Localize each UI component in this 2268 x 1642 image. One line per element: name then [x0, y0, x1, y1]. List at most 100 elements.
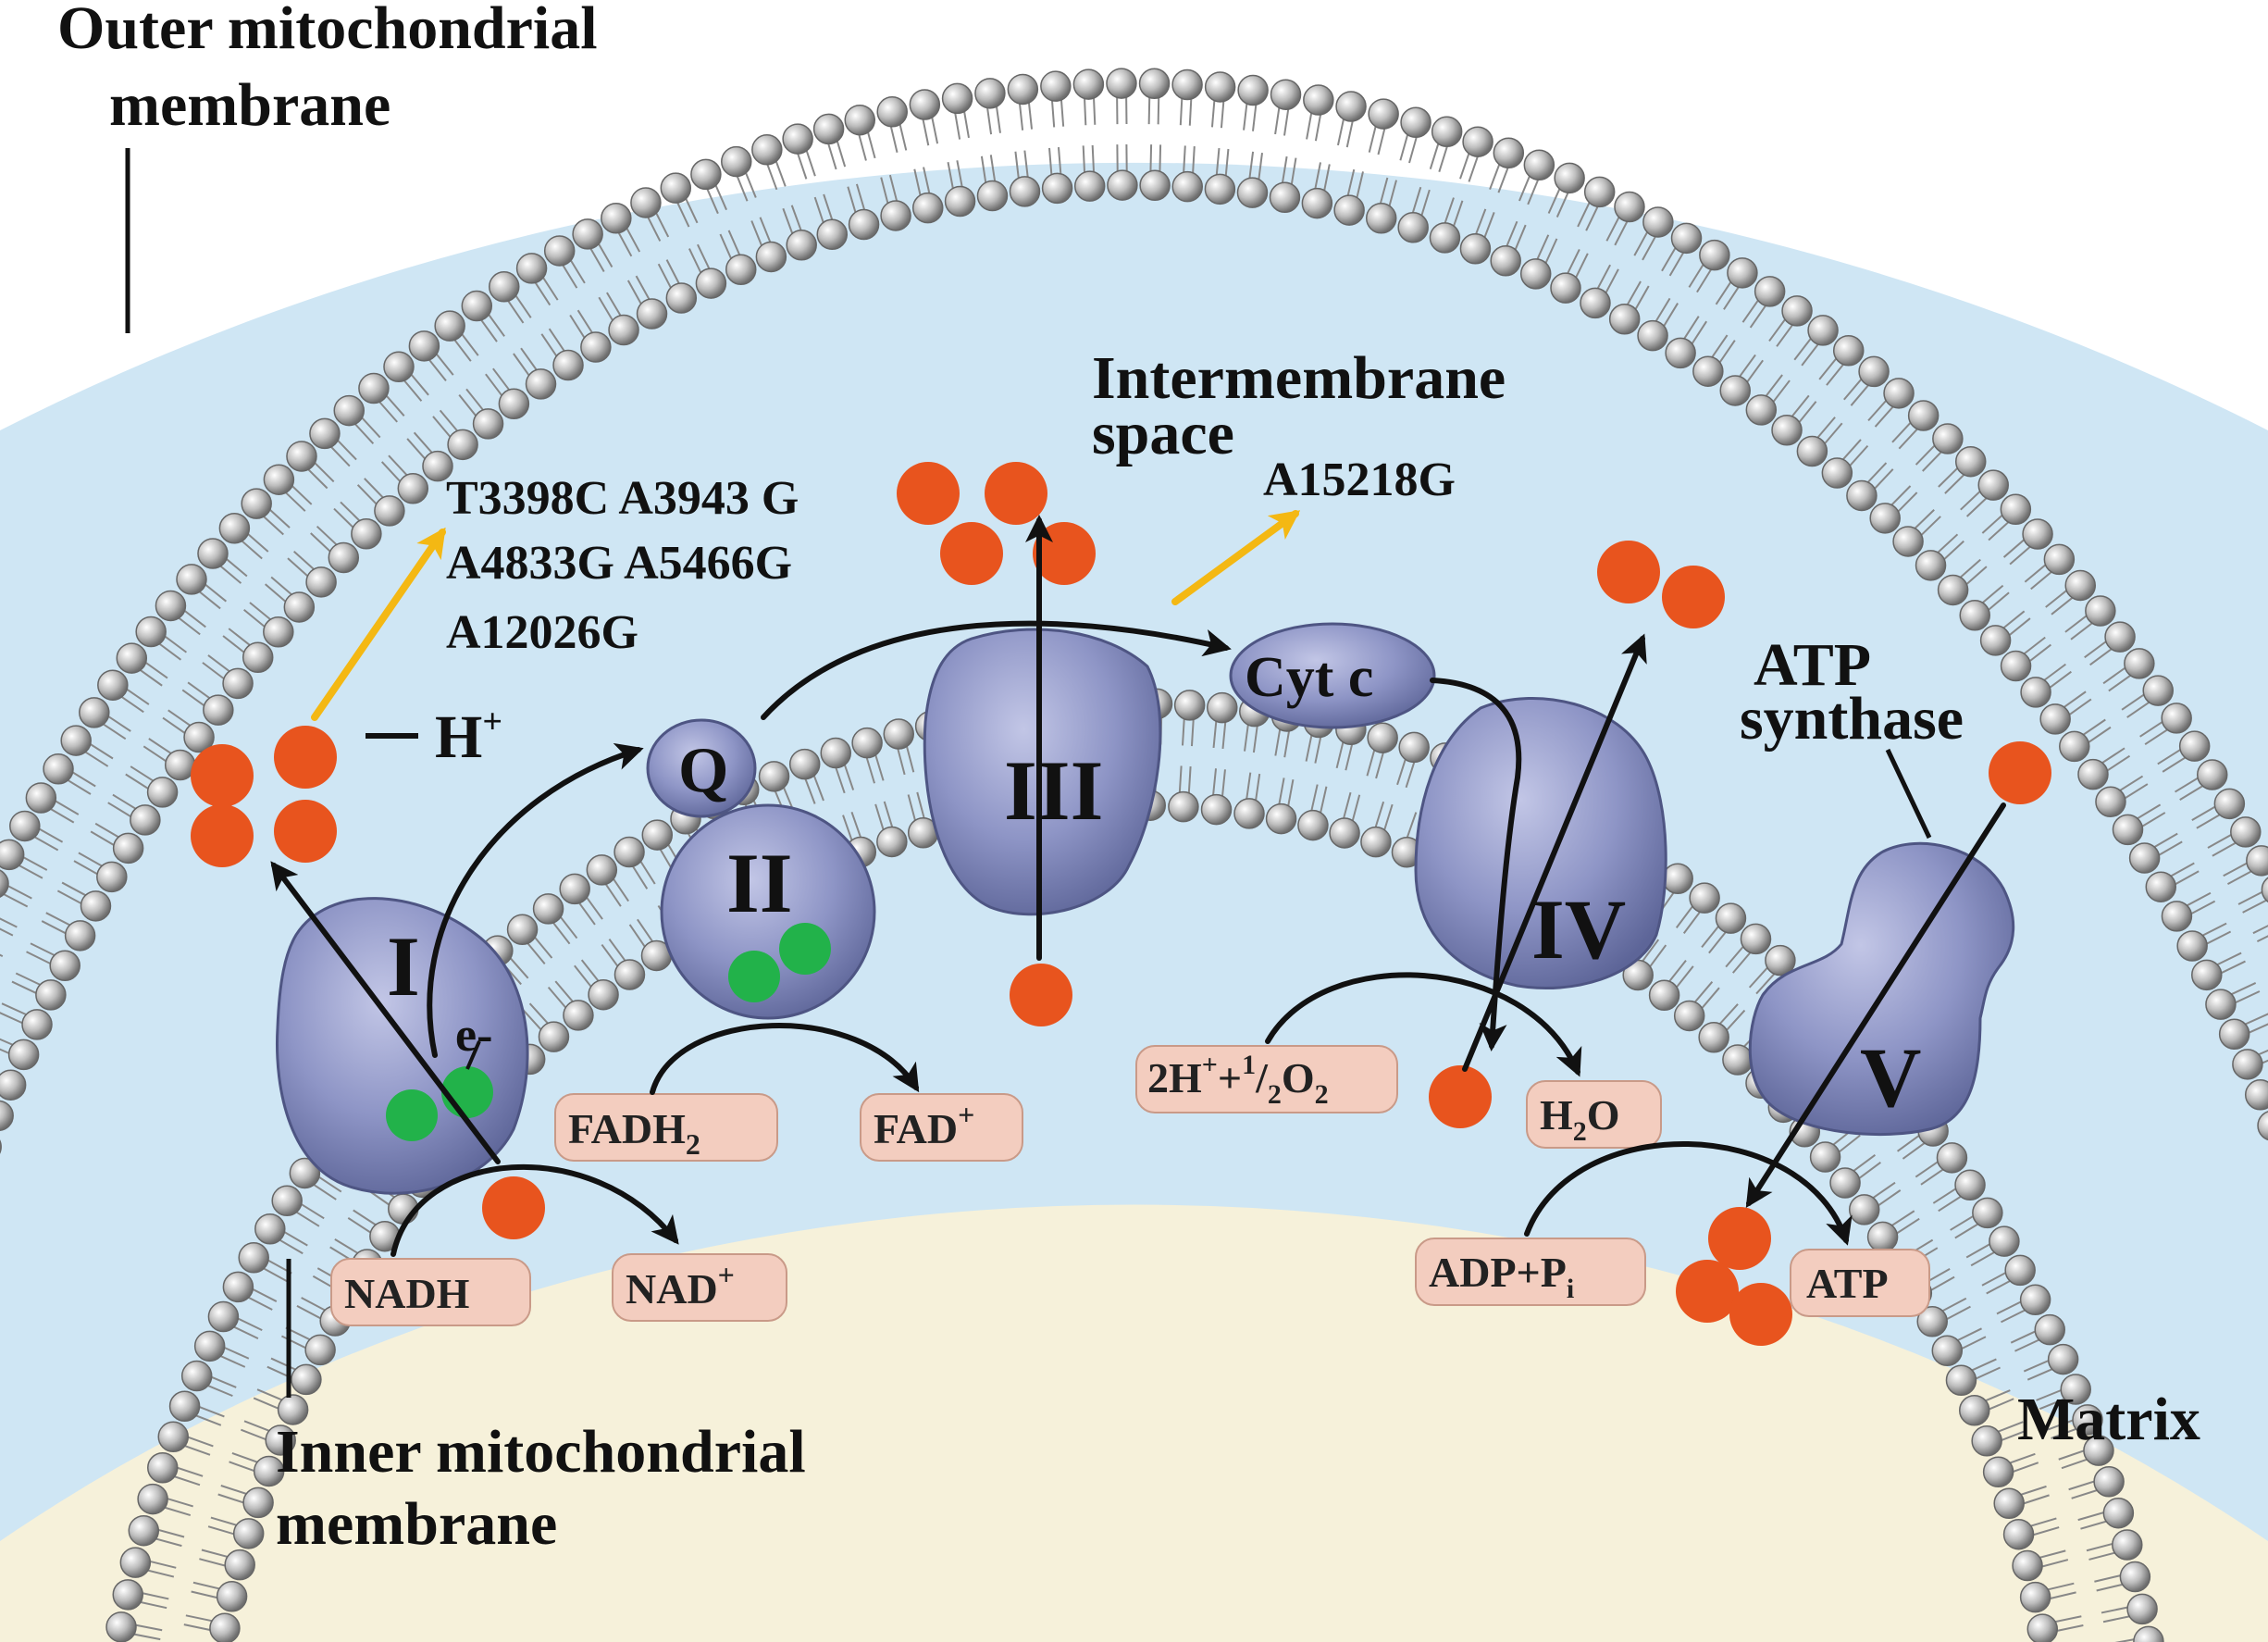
- lipid-tail: [2256, 935, 2268, 943]
- lipid-head: [2124, 648, 2155, 679]
- lipid-head: [1072, 68, 1105, 100]
- fad-box: [860, 1093, 1023, 1162]
- lipid-head: [119, 1547, 152, 1578]
- lipid-head: [60, 725, 92, 756]
- lipid-head: [660, 172, 692, 204]
- lipid-head: [876, 96, 908, 128]
- lipid-head: [1204, 173, 1236, 205]
- lipid-head: [2000, 650, 2032, 682]
- lipid-head: [572, 218, 603, 250]
- intermembrane-label-line1: Intermembrane: [1092, 344, 1506, 412]
- lipid-head: [2145, 871, 2176, 902]
- lipid-head: [1493, 137, 1525, 168]
- lipid-head: [1237, 74, 1269, 106]
- lipid-head: [2142, 675, 2174, 706]
- lipid-head: [1554, 162, 1585, 194]
- lipid-head: [25, 782, 57, 814]
- lipid-head: [2112, 1529, 2143, 1561]
- lipid-head: [0, 1069, 27, 1101]
- lipid-head: [168, 1390, 201, 1422]
- lipid-head: [2161, 703, 2192, 734]
- lipid-head: [608, 314, 639, 346]
- lipid-head: [1698, 1021, 1729, 1053]
- lipid-head: [721, 145, 752, 178]
- adp-text: ADP+Pi: [1429, 1249, 1574, 1304]
- arrow-nadh-to-nad: [390, 1163, 679, 1257]
- complex-iv: [1414, 697, 1667, 989]
- lipid-head: [224, 1549, 255, 1581]
- proton-dot: [274, 726, 337, 789]
- lipid-head: [786, 230, 817, 261]
- lipid-head: [1932, 423, 1964, 454]
- lipid-head: [613, 836, 645, 868]
- lipid-head: [1297, 809, 1329, 841]
- lipid-head: [408, 330, 440, 362]
- lipid-head: [112, 832, 144, 865]
- lipid-head: [1959, 600, 1990, 631]
- lipid-head: [1204, 71, 1236, 103]
- matrix-label: Matrix: [2017, 1386, 2200, 1453]
- lipid-head: [2072, 1404, 2103, 1436]
- lipid-head: [1745, 394, 1778, 426]
- lipid-head: [197, 538, 229, 569]
- lipid-head: [1009, 176, 1041, 207]
- lipid-head: [532, 893, 564, 925]
- complex-iii: [923, 628, 1162, 916]
- fadh2-box: [554, 1093, 778, 1162]
- lipid-head: [1335, 91, 1367, 122]
- lipid-head: [2261, 877, 2268, 903]
- lipid-head: [1915, 550, 1947, 581]
- lipid-head: [538, 1021, 570, 1052]
- lipid-head: [1431, 116, 1463, 147]
- lipid-head: [1977, 469, 2009, 501]
- lipid-head: [271, 1185, 303, 1217]
- electron-label-pointer: [465, 1040, 481, 1070]
- lipid-head: [2047, 1343, 2079, 1375]
- lipid-head: [2060, 1374, 2091, 1405]
- lipid-head: [976, 180, 1009, 212]
- lipid-head: [1333, 194, 1365, 226]
- atp-synthase-label-line1: ATP: [1754, 631, 1871, 699]
- lipid-head: [254, 1213, 286, 1245]
- lipid-head: [49, 950, 81, 982]
- nad-text: NAD+: [626, 1258, 735, 1312]
- proton-dot: [191, 744, 254, 807]
- lipid-head: [358, 372, 390, 404]
- lipid-head: [1858, 355, 1890, 388]
- lipid-head: [1580, 287, 1611, 319]
- lipid-head: [1670, 222, 1703, 255]
- lipid-head: [2102, 1497, 2135, 1529]
- mutation-arrow-complex-iii: [1171, 510, 1301, 605]
- lipid-head: [1168, 790, 1199, 823]
- lipid-head: [552, 349, 584, 381]
- lipid-head: [1550, 272, 1581, 304]
- lipid-head: [525, 368, 557, 400]
- lipid-head: [1846, 479, 1878, 512]
- mutation-label-line3: A12026G: [446, 606, 638, 659]
- lipid-head: [116, 642, 148, 674]
- lipid-head: [1892, 526, 1924, 557]
- arrow-cytc-to-complex-iv: [1430, 678, 1522, 1051]
- lipid-head: [180, 1360, 213, 1392]
- lipid-head: [974, 78, 1006, 109]
- lipid-head: [1400, 106, 1431, 139]
- lipid-head: [641, 819, 674, 851]
- lipid-head: [876, 826, 908, 858]
- lipid-head: [1821, 457, 1853, 489]
- lipid-head: [242, 641, 274, 674]
- lipid-head: [1139, 169, 1171, 202]
- lipid-head: [1954, 1169, 1986, 1201]
- lipid-head: [1796, 435, 1828, 467]
- lipid-head: [580, 331, 612, 363]
- arrow-oxygen-to-water: [1265, 972, 1582, 1077]
- lipid-head: [1233, 798, 1265, 829]
- inner-membrane-label-line2: membrane: [276, 1490, 557, 1558]
- lipid-head: [498, 388, 530, 420]
- electron-carrier-dot: [728, 951, 780, 1002]
- lipid-head: [304, 1334, 336, 1366]
- lipid-head: [1462, 126, 1493, 157]
- lipid-head: [1689, 882, 1720, 914]
- adp-box: [1415, 1238, 1646, 1306]
- lipid-head: [2128, 842, 2161, 874]
- lipid-head: [147, 1452, 179, 1484]
